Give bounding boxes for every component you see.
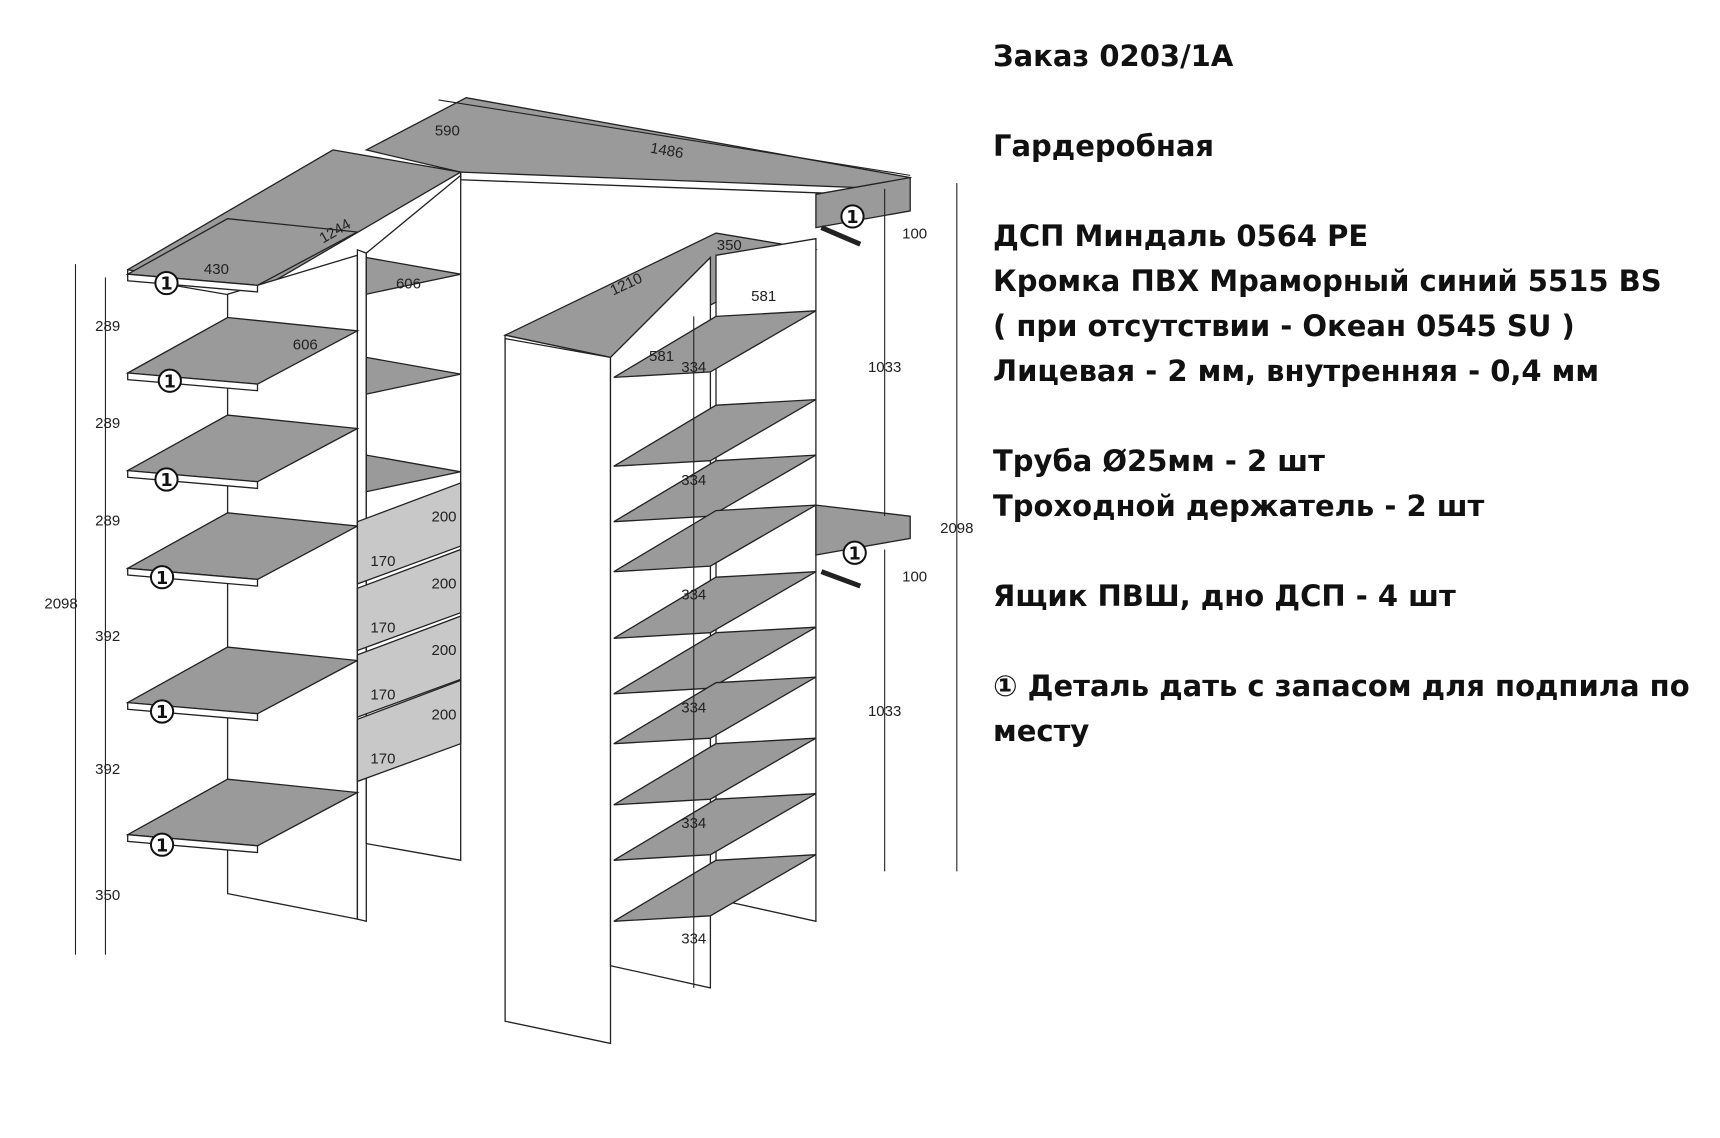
rod-shelf-bottom (815, 504, 911, 556)
dim-mid-depth-a-label: 606 (396, 276, 421, 293)
dim-mid-depth-b-label: 606 (293, 337, 318, 354)
dim-left-gap-2: 289 (95, 415, 120, 432)
dim-left-total-label: 2098 (44, 595, 77, 612)
dim-right-gap-2: 334 (681, 472, 706, 489)
drawer-front-1 (356, 481, 462, 585)
right-shelf-9 (613, 793, 817, 861)
mid-shelf-1 (365, 256, 461, 296)
rod-shelf-top (815, 176, 911, 229)
right-shelf-10 (613, 854, 817, 922)
rod-bottom (820, 569, 862, 589)
dim-top-depth-label: 590 (435, 122, 460, 139)
dim-right-gap-6: 334 (681, 931, 706, 948)
detail-marker-7-label: 1 (846, 208, 858, 228)
detail-marker-7: 1 (840, 204, 865, 229)
dim-rod-height-lower: 1033 (868, 703, 901, 720)
dim-rod-offset-top: 100 (902, 226, 927, 243)
dim-left-depth-label: 430 (204, 261, 229, 278)
hardware-holder: Троходной держатель - 2 шт (993, 489, 1485, 523)
dim-right-gap-1: 334 (681, 359, 706, 376)
detail-marker-2-circle (157, 368, 182, 393)
dim-right-total-label: 2098 (940, 520, 973, 537)
detail-marker-3: 1 (154, 467, 179, 492)
detail-note: ① Деталь дать с запасом для подпила по м… (993, 669, 1690, 748)
detail-marker-5: 1 (149, 699, 175, 724)
detail-marker-1-label: 1 (160, 275, 172, 295)
dim-left-gap-5: 392 (95, 761, 120, 778)
detail-marker-6-label: 1 (156, 836, 168, 856)
drawer-front-4 (356, 679, 462, 783)
mid-shelf-2 (365, 356, 461, 395)
dim-drawer-front-1: 200 (431, 509, 456, 526)
material-edge: Кромка ПВХ Мраморный синий 5515 BS (993, 264, 1662, 298)
dim-left-gap-3: 289 (95, 513, 120, 530)
rod-top (820, 225, 862, 247)
right-shelf-2 (613, 398, 817, 467)
detail-marker-5-circle (149, 699, 175, 724)
right-shelf-1 (613, 310, 817, 379)
dim-drawer-gap-3: 170 (370, 686, 395, 703)
detail-marker-8-circle (842, 540, 867, 565)
detail-marker-4: 1 (149, 565, 175, 590)
dim-top-length-label: 1486 (649, 140, 685, 163)
detail-marker-8: 1 (842, 540, 867, 565)
edge-thickness: Лицевая - 2 мм, внутренняя - 0,4 мм (993, 354, 1600, 388)
detail-marker-4-label: 1 (156, 569, 168, 589)
dim-right-depth-label: 350 (717, 237, 742, 254)
dim-rod-offset-bottom: 100 (902, 569, 927, 586)
dim-right-gap-5: 334 (681, 815, 706, 832)
dim-drawer-front-3: 200 (431, 642, 456, 659)
drawer-front-2 (356, 548, 462, 652)
right-shelf-5 (613, 571, 817, 639)
dim-left-gap-6: 350 (95, 887, 120, 904)
wardrobe-panels (125, 97, 913, 1045)
detail-marker-6-circle (149, 832, 175, 857)
dimension-lines (74, 99, 958, 988)
material-edge-alt: ( при отсутствии - Океан 0545 SU ) (993, 309, 1575, 343)
right-shelf-6 (613, 626, 817, 695)
dim-drawer-gap-1: 170 (370, 553, 395, 570)
detail-marker-4-circle (149, 565, 175, 590)
spec-notes: Заказ 0203/1А Гардеробная ДСП Миндаль 05… (993, 34, 1708, 754)
detail-marker-5-label: 1 (156, 703, 168, 723)
detail-marker-1: 1 (154, 270, 179, 296)
dim-top-length-line (438, 99, 911, 176)
detail-marker-2-label: 1 (164, 372, 176, 392)
right-shelf-7 (613, 676, 817, 745)
product-name: Гардеробная (993, 129, 1215, 163)
detail-markers: 1 1 1 1 1 1 1 1 (149, 204, 867, 857)
right-front-side (504, 337, 612, 1045)
dim-drawer-front-4: 200 (431, 706, 456, 723)
dim-drawer-front-2: 200 (431, 575, 456, 592)
detail-marker-6: 1 (149, 832, 175, 857)
mid-shelf-3 (365, 454, 461, 493)
dim-right-width-a-label: 581 (751, 288, 776, 305)
order-number: Заказ 0203/1А (993, 39, 1234, 73)
detail-marker-3-circle (154, 467, 179, 492)
dim-rod-height-upper: 1033 (868, 359, 901, 376)
detail-marker-7-circle (840, 204, 865, 229)
detail-marker-8-label: 1 (849, 544, 861, 564)
drawer-front-3 (356, 615, 462, 719)
drawers-note: Ящик ПВШ, дно ДСП - 4 шт (993, 579, 1456, 613)
hardware-rod: Труба Ø25мм - 2 шт (993, 444, 1325, 478)
dim-drawer-gap-4: 170 (370, 751, 395, 768)
dim-right-width-b-label: 581 (649, 348, 674, 365)
wardrobe-isometric-drawing: 2098 289 289 289 392 392 350 200 170 200 170 200 170… (44, 97, 974, 1045)
dim-left-gap-1: 289 (95, 318, 120, 335)
dim-right-gap-3: 334 (681, 586, 706, 603)
dim-left-gap-4: 392 (95, 628, 120, 645)
dim-right-gap-4: 334 (681, 700, 706, 717)
material-board: ДСП Миндаль 0564 PE (993, 219, 1369, 253)
detail-marker-3-label: 1 (160, 471, 172, 491)
detail-marker-1-circle (154, 270, 179, 296)
detail-marker-2: 1 (157, 368, 182, 393)
right-shelf-3 (613, 454, 817, 523)
dim-drawer-gap-2: 170 (370, 620, 395, 637)
right-shelf-8 (613, 737, 817, 806)
